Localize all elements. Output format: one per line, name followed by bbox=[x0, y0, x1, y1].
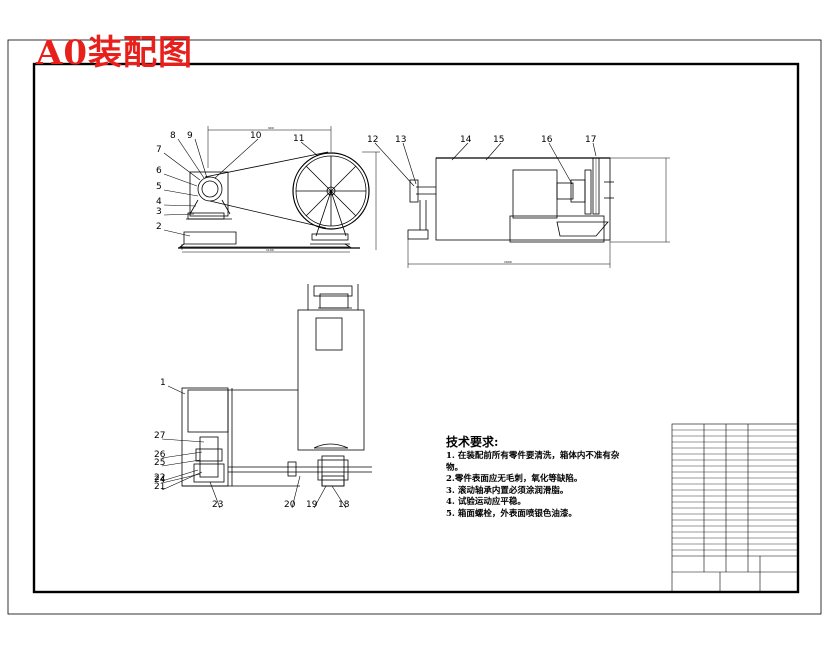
part-number-label: 23 bbox=[212, 500, 223, 510]
leader-line bbox=[163, 229, 191, 237]
leader-line bbox=[592, 142, 597, 157]
part-number-label: 11 bbox=[293, 134, 304, 144]
leader-line bbox=[177, 138, 205, 179]
part-number-label: 24 bbox=[154, 475, 166, 485]
leader-line bbox=[548, 142, 573, 185]
part-number-label: 12 bbox=[367, 135, 378, 145]
part-number-label: 22 bbox=[154, 473, 165, 483]
part-number-label: 25 bbox=[154, 458, 165, 468]
leader-lines bbox=[161, 138, 597, 509]
part-number-label: 21 bbox=[154, 482, 165, 492]
note-line: 5. 箱面螺栓，外表面喷银色油漆。 bbox=[446, 508, 577, 519]
leader-line bbox=[331, 485, 347, 509]
technical-notes: 技术要求: 1. 在装配前所有零件要清洗，箱体内不准有杂 物。 2.零件表面应无… bbox=[446, 434, 678, 520]
leader-line bbox=[161, 451, 203, 459]
leader-line bbox=[163, 189, 199, 197]
part-number-label: 17 bbox=[585, 135, 596, 145]
part-number-label: 6 bbox=[156, 166, 162, 176]
part-number-label: 20 bbox=[284, 500, 296, 510]
note-line: 物。 bbox=[446, 462, 464, 473]
part-number-label: 27 bbox=[154, 431, 165, 441]
note-line: 2.零件表面应无毛刺，氧化等缺陷。 bbox=[446, 474, 583, 485]
svg-text:1600: 1600 bbox=[504, 260, 512, 264]
leader-line bbox=[485, 142, 502, 161]
leader-line bbox=[194, 138, 208, 179]
part-number-label: 4 bbox=[156, 197, 162, 207]
part-number-label: 26 bbox=[154, 450, 166, 460]
outer-border bbox=[7, 39, 822, 615]
leader-line bbox=[163, 213, 195, 216]
note-line: 3. 滚动轴承内置必须涂润滑脂。 bbox=[446, 485, 569, 496]
leader-line bbox=[402, 142, 417, 185]
leader-line bbox=[451, 142, 469, 161]
svg-text:1100: 1100 bbox=[266, 248, 274, 252]
leader-line bbox=[167, 385, 186, 395]
part-number-label: 13 bbox=[395, 135, 406, 145]
part-number-label: 3 bbox=[156, 207, 162, 217]
leader-line bbox=[161, 469, 199, 482]
front-view-left: 1100 900 bbox=[178, 126, 380, 253]
leader-line bbox=[163, 152, 201, 181]
part-number-label: 5 bbox=[156, 182, 162, 192]
leader-line bbox=[163, 204, 197, 207]
leader-line bbox=[214, 138, 259, 179]
note-line: 4. 试验运动应平稳。 bbox=[446, 497, 526, 508]
leader-line bbox=[161, 473, 201, 484]
leader-line bbox=[163, 173, 198, 187]
part-number-label: 18 bbox=[338, 500, 350, 510]
leader-line bbox=[313, 485, 327, 509]
part-number-label: 2 bbox=[156, 222, 162, 232]
top-view bbox=[181, 284, 372, 487]
part-number-label: 16 bbox=[541, 135, 553, 145]
title-block-rows bbox=[672, 429, 798, 551]
leader-line bbox=[300, 141, 319, 157]
part-number-label: 10 bbox=[250, 131, 262, 141]
part-number-label: 9 bbox=[187, 131, 193, 141]
part-number-label: 1 bbox=[160, 378, 166, 388]
svg-text:900: 900 bbox=[268, 126, 274, 130]
part-number-label: 14 bbox=[460, 135, 472, 145]
part-number-label: 8 bbox=[170, 131, 176, 141]
part-number-label: 7 bbox=[156, 145, 162, 155]
note-line: 1. 在装配前所有零件要清洗，箱体内不准有杂 bbox=[446, 451, 620, 462]
drawing-title: A0装配图 bbox=[36, 33, 194, 73]
side-view-right: 1600 bbox=[407, 157, 670, 268]
leader-line bbox=[161, 459, 201, 467]
leader-line bbox=[291, 475, 301, 509]
leader-line bbox=[161, 438, 205, 443]
inner-frame bbox=[32, 62, 800, 594]
notes-heading: 技术要求: bbox=[446, 435, 499, 449]
leader-line bbox=[209, 481, 221, 509]
part-number-label: 15 bbox=[493, 135, 504, 145]
leader-line bbox=[374, 142, 415, 187]
part-number-label: 19 bbox=[306, 500, 318, 510]
